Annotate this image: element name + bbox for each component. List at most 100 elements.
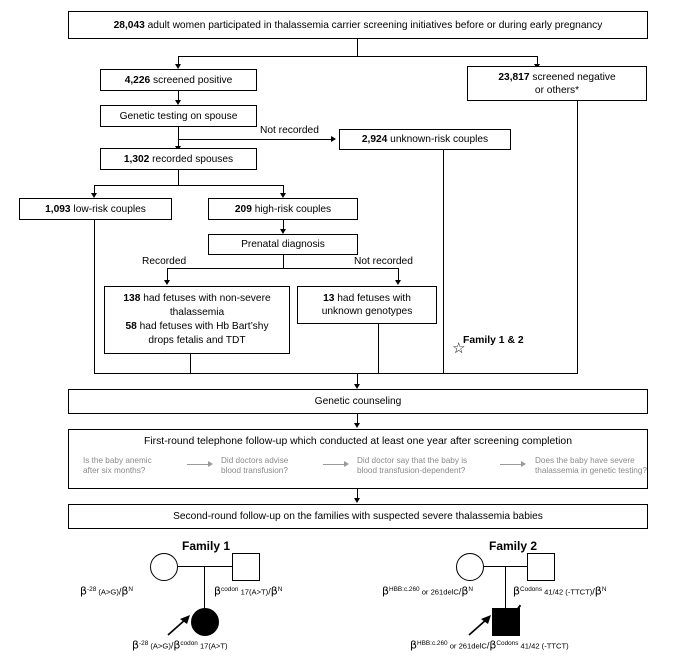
beta-slash: / — [268, 586, 271, 597]
beta-mid: or 261delC — [419, 587, 459, 597]
pedigree-2-proband-arrow — [468, 615, 491, 636]
prenatal-diagnosis-label: Prenatal diagnosis — [241, 239, 325, 250]
beta-glyph: β — [410, 638, 418, 652]
pedigree-2-child-genotype: βHBB:c.260 or 261delC/βCodons 41/42 (-TT… — [410, 639, 569, 651]
beta-mid: (A>G) — [148, 641, 171, 651]
beta-sup: codon — [221, 586, 239, 593]
q1-line1: Is the baby anemic — [83, 456, 152, 465]
beta-mid: or 261delC — [447, 641, 487, 651]
beta-slash: / — [170, 640, 174, 651]
connector-firstround-down — [357, 489, 359, 501]
total-participants-text: 28,043 adult women participated in thala… — [114, 19, 603, 32]
beta-mid: 17(A>T) — [238, 587, 269, 597]
followup-arrow-2 — [323, 460, 350, 469]
followup-arrow-3 — [500, 460, 527, 469]
connector-to-unknown-risk — [178, 139, 334, 141]
followup-question-4: Does the baby have severe thalassemia in… — [535, 456, 695, 476]
connector-risk-split — [94, 185, 284, 187]
beta-slash: / — [458, 586, 462, 597]
pedigree-2-descent-line — [505, 566, 507, 610]
beta2-glyph: β — [270, 584, 278, 598]
connector-top-down — [357, 39, 359, 57]
connector-to-nonsevere — [167, 268, 169, 282]
beta2-sup: N — [601, 586, 607, 593]
pedigree-1-descent-line — [204, 566, 206, 610]
beta-sup: -28 — [139, 640, 149, 647]
box-first-round-followup: First-round telephone follow-up which co… — [68, 429, 648, 489]
nonsevere-number-1: 138 — [123, 293, 141, 304]
pedigree-2-title: Family 2 — [489, 539, 538, 553]
pedigree-1-father-square — [232, 553, 260, 581]
unknown-risk-label: unknown-risk couples — [387, 134, 489, 145]
nonsevere-line3: had fetuses with Hb Bart’shy — [136, 321, 269, 332]
connector-to-low-risk — [94, 185, 96, 195]
box-genetic-counseling: Genetic counseling — [68, 389, 648, 414]
arrow-to-high-risk — [280, 193, 286, 198]
genetic-testing-spouse-label: Genetic testing on spouse — [119, 110, 238, 122]
connector-counseling-down — [357, 414, 359, 426]
recorded-spouses-number: 1,302 — [123, 153, 150, 165]
label-not-recorded-1: Not recorded — [258, 125, 321, 137]
arrow-to-unknown-genotypes — [395, 280, 401, 285]
beta-glyph: β — [214, 584, 222, 598]
beta2-glyph: β — [121, 584, 129, 598]
beta2-sup: Codons — [496, 640, 519, 647]
connector-highrisk-to-prenatal — [283, 220, 285, 231]
beta2-glyph: β — [461, 584, 469, 598]
arrow-to-low-risk — [91, 193, 97, 198]
connector-negative-down — [577, 101, 579, 374]
arrow-head — [344, 461, 349, 467]
box-low-risk-couples: 1,093 low-risk couples — [19, 198, 172, 220]
star-icon: ☆ — [452, 340, 466, 357]
unknown-genotypes-line2: unknown genotypes — [321, 306, 413, 317]
beta-sup: HBB:c.260 — [417, 640, 448, 647]
low-risk-number: 1,093 — [45, 203, 71, 215]
followup-question-3: Did doctor say that the baby is blood tr… — [357, 456, 517, 476]
screened-positive-number: 4,226 — [124, 74, 151, 86]
arrow-head — [521, 461, 526, 467]
total-participants-label: adult women participated in thalassemia … — [144, 19, 603, 31]
arrow-shaft — [323, 464, 345, 465]
connector-positive-to-testing — [178, 91, 180, 102]
second-round-label: Second-round follow-up on the families w… — [173, 511, 543, 522]
connector-to-negative — [537, 56, 539, 66]
arrow-head — [208, 461, 213, 467]
arrow-to-first-round — [354, 423, 360, 428]
pedigree-2-mother-circle — [456, 553, 484, 581]
nonsevere-line2: thalassemia — [169, 307, 225, 318]
arrow-to-nonsevere — [164, 280, 170, 285]
connector-spouses-down — [178, 170, 180, 186]
arrow-to-unknown-risk — [331, 136, 336, 142]
q1-line2: after six months? — [83, 466, 146, 475]
box-high-risk-couples: 209 high-risk couples — [208, 198, 358, 220]
box-unknown-risk-couples: 2,924 unknown-risk couples — [339, 129, 511, 150]
beta-glyph: β — [132, 638, 140, 652]
low-risk-label: low-risk couples — [70, 203, 146, 215]
arrow-to-genetic-testing — [175, 100, 181, 105]
screened-negative-line2: or others* — [534, 84, 580, 96]
box-unknown-genotypes: 13 had fetuses with unknown genotypes — [297, 286, 437, 324]
box-second-round-followup: Second-round follow-up on the families w… — [68, 504, 648, 529]
arrow-to-prenatal — [280, 229, 286, 234]
box-prenatal-diagnosis: Prenatal diagnosis — [208, 234, 358, 255]
genetic-counseling-label: Genetic counseling — [314, 396, 402, 407]
q3-line2: blood transfusion-dependent? — [357, 466, 466, 475]
beta-sup: -28 — [87, 586, 97, 593]
arrow-to-genetic-counseling — [354, 384, 360, 389]
beta-slash: / — [486, 640, 490, 651]
beta2-sup: codon — [180, 640, 198, 647]
family-star-label: Family 1 & 2 — [463, 335, 524, 346]
beta2-glyph: β — [594, 584, 602, 598]
box-total-participants: 28,043 adult women participated in thala… — [68, 11, 648, 39]
connector-to-unknown-genotypes — [398, 268, 400, 282]
connector-prenatal-down — [283, 255, 285, 269]
followup-arrow-1 — [187, 460, 214, 469]
connector-unknowngeno-down — [378, 324, 380, 374]
connector-merge-down — [357, 373, 359, 386]
screened-negative-label: screened negative — [529, 71, 616, 83]
connector-nonsevere-down — [190, 354, 192, 374]
box-screened-negative: 23,817 screened negative or others* — [467, 66, 647, 101]
arrow-to-second-round — [354, 498, 360, 503]
pedigree-2-father-genotype: βCodons 41/42 (-TTCT)/βN — [513, 585, 606, 597]
